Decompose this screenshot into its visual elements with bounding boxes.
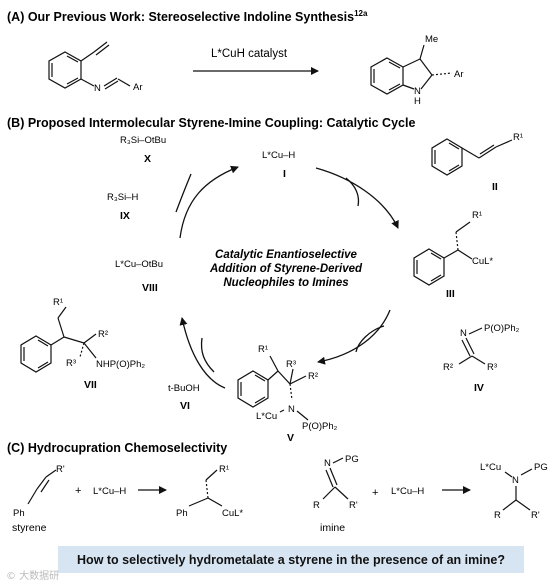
species-VIII-label: VIII [142, 282, 158, 294]
V-r1: R¹ [258, 344, 268, 355]
section-a-reactant: N Ar [48, 41, 143, 94]
V-r2: R² [308, 371, 318, 382]
V-cu: L*Cu [256, 411, 277, 422]
section-b-title: (B) Proposed Intermolecular Styrene-Imin… [7, 116, 415, 130]
II-r1: R¹ [513, 132, 523, 143]
species-II-label: II [492, 181, 498, 193]
IV-n: N [460, 328, 467, 339]
prod2-r: R [494, 510, 501, 521]
section-a-title: (A) Our Previous Work: Stereoselective I… [7, 9, 368, 24]
VII-nh: NHP(O)Ph₂ [96, 359, 145, 370]
section-a-indoline: Me Ar N H [370, 34, 464, 107]
question-banner: How to selectively hydrometalate a styre… [58, 546, 524, 573]
species-VI-label: VI [180, 400, 190, 412]
IV-r2: R² [443, 362, 453, 373]
imine-n: N [324, 458, 331, 469]
reactant-ar-label: Ar [133, 82, 143, 93]
prod2-pg: PG [534, 462, 548, 473]
catalyst-label: L*CuH catalyst [211, 48, 288, 60]
species-VII: R¹ R² R³ NHP(O)Ph₂ VII [20, 297, 145, 391]
center-line-3: Nucleophiles to Imines [223, 277, 348, 289]
prod2-rp: R' [531, 510, 540, 521]
prod1-r1: R¹ [219, 464, 229, 475]
species-V-label: V [287, 432, 294, 444]
species-V: R¹ R³ R² N L*Cu P(O)Ph₂ V [237, 344, 338, 444]
cuh-1: L*Cu–H [93, 486, 126, 497]
species-I-label: I [283, 168, 286, 180]
styrene-ph: Ph [13, 508, 25, 519]
section-c-imine: N PG R R' imine [313, 454, 359, 534]
indoline-me-label: Me [425, 34, 438, 45]
species-X-formula: R₃Si–OtBu [120, 135, 166, 146]
indoline-ar-label: Ar [454, 69, 464, 80]
III-r1: R¹ [472, 210, 482, 221]
species-IV-label: IV [474, 382, 484, 394]
species-III: R¹ CuL* III [413, 210, 493, 300]
section-c-styrene: R' Ph styrene [12, 464, 65, 534]
indoline-h-label: H [414, 96, 421, 107]
catalytic-cycle [175, 165, 399, 389]
species-IV: N P(O)Ph₂ R² R³ IV [443, 323, 520, 394]
styrene-label: styrene [12, 522, 47, 534]
imine-label: imine [320, 522, 345, 534]
species-I-formula: L*Cu–H [262, 150, 295, 161]
indoline-n-label: N [414, 86, 421, 97]
prod2-cu: L*Cu [480, 462, 501, 473]
prod1-ph: Ph [176, 508, 188, 519]
watermark: © 大数据研 [6, 571, 60, 582]
styrene-r: R' [56, 464, 65, 475]
species-II: R¹ II [431, 132, 523, 193]
imine-pg: PG [345, 454, 359, 465]
imine-rp: R' [349, 500, 358, 511]
III-cu: CuL* [472, 256, 493, 267]
VII-r1: R¹ [53, 297, 63, 308]
VII-r3: R³ [66, 358, 76, 369]
species-VI-formula: t-BuOH [168, 383, 200, 394]
question-text: How to selectively hydrometalate a styre… [77, 552, 505, 567]
VII-r2: R² [98, 329, 108, 340]
IV-r3: R³ [487, 362, 497, 373]
prod1-cu: CuL* [222, 508, 243, 519]
plus-2: + [372, 487, 378, 499]
IV-p: P(O)Ph₂ [484, 323, 520, 334]
species-IX-formula: R₃Si–H [107, 192, 138, 203]
species-X-label: X [144, 153, 151, 165]
species-III-label: III [446, 288, 455, 300]
plus-1: + [75, 485, 81, 497]
section-c-title: (C) Hydrocupration Chemoselectivity [7, 441, 227, 455]
species-IX-label: IX [120, 210, 130, 222]
center-line-2: Addition of Styrene-Derived [209, 263, 363, 275]
section-c-product-2: L*Cu N PG R R' [480, 462, 548, 521]
imine-r: R [313, 500, 320, 511]
prod2-n: N [512, 475, 519, 486]
reactant-n-label: N [94, 83, 101, 94]
section-c-product-1: R¹ Ph CuL* [176, 464, 243, 519]
V-p: P(O)Ph₂ [302, 421, 338, 432]
species-VIII-formula: L*Cu–OtBu [115, 259, 163, 270]
V-n: N [288, 404, 295, 415]
center-line-1: Catalytic Enantioselective [215, 249, 357, 261]
V-r3: R³ [286, 359, 296, 370]
cuh-2: L*Cu–H [391, 486, 424, 497]
species-VII-label: VII [84, 379, 97, 391]
